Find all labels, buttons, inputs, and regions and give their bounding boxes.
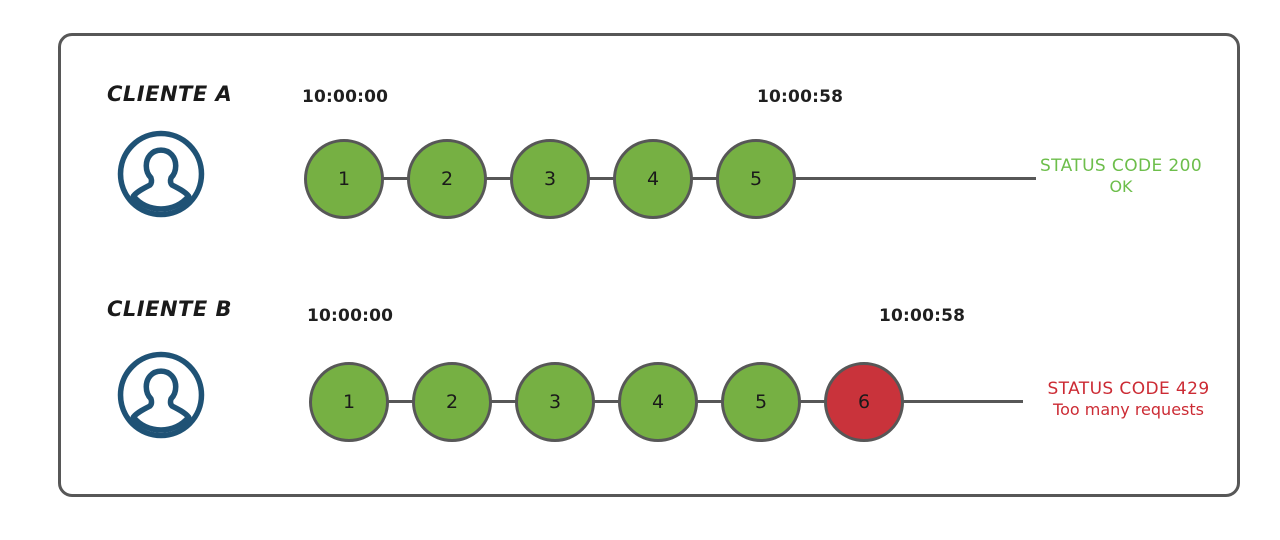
- client-a-end-time: 10:00:58: [757, 87, 844, 107]
- request-node[interactable]: 3: [510, 139, 590, 219]
- request-node[interactable]: 3: [515, 362, 595, 442]
- request-node-error[interactable]: 6: [824, 362, 904, 442]
- client-b-end-time: 10:00:58: [879, 306, 966, 326]
- client-b-start-time: 10:00:00: [307, 306, 394, 326]
- client-b-status-message: Too many requests: [1053, 400, 1204, 420]
- client-a-status: STATUS CODE 200 OK: [1021, 156, 1221, 197]
- client-a-status-message: OK: [1109, 177, 1133, 197]
- request-node[interactable]: 2: [407, 139, 487, 219]
- user-avatar-icon: [115, 349, 207, 441]
- request-node[interactable]: 5: [721, 362, 801, 442]
- user-avatar-icon: [115, 128, 207, 220]
- client-a-label: CLIENTE A: [107, 82, 233, 106]
- client-a-start-time: 10:00:00: [302, 87, 389, 107]
- diagram-frame: CLIENTE A 10:00:00 10:00:58 1 2 3 4 5 ST…: [58, 33, 1240, 497]
- request-node[interactable]: 4: [618, 362, 698, 442]
- client-b-status-code: STATUS CODE 429: [1047, 379, 1210, 399]
- client-b-label: CLIENTE B: [107, 297, 233, 321]
- request-node[interactable]: 1: [309, 362, 389, 442]
- client-b-status: STATUS CODE 429 Too many requests: [1021, 379, 1236, 420]
- request-node[interactable]: 2: [412, 362, 492, 442]
- request-node[interactable]: 1: [304, 139, 384, 219]
- client-a-status-code: STATUS CODE 200: [1039, 156, 1203, 176]
- request-node[interactable]: 4: [613, 139, 693, 219]
- request-node[interactable]: 5: [716, 139, 796, 219]
